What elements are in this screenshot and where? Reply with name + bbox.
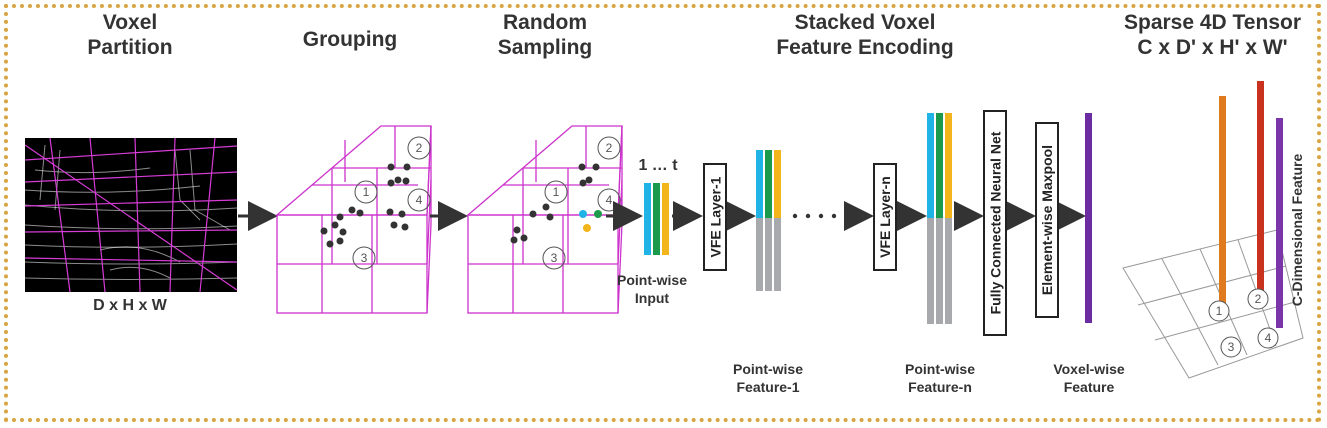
tensor-num-4: 4 [1265, 331, 1272, 345]
tensor-num-1: 1 [1216, 304, 1223, 318]
vfe-layer-n-box: VFE Layer-n [873, 163, 897, 271]
sampling-num-2: 2 [606, 141, 613, 155]
fully-connected-neural-net-box: Fully Connected Neural Net [983, 110, 1007, 336]
dotted-frame [4, 4, 1321, 422]
grouping-circle-labels [352, 136, 431, 270]
grouping-voxel-grid [275, 125, 432, 314]
tensor-circle-labels [1208, 288, 1279, 358]
grouping-num-4: 4 [416, 193, 423, 207]
tensor-num-3: 3 [1228, 340, 1235, 354]
c-dimensional-feature-label: C-Dimensional Feature [1289, 153, 1306, 307]
sampling-voxel-grid [466, 125, 623, 314]
grouping-num-2: 2 [416, 141, 423, 155]
title-grouping: Grouping [302, 28, 398, 51]
sampling-circle-labels [542, 136, 621, 270]
tensor-num-2: 2 [1255, 292, 1262, 306]
tensor-columns [1219, 81, 1283, 328]
pointwise-feature-1-bars [756, 150, 781, 291]
ellipsis-dots [792, 213, 850, 219]
label-dxhxw: D x H x W [93, 297, 167, 314]
grouping-points [320, 163, 411, 248]
label-1-to-t: 1 … t [638, 157, 678, 174]
element-wise-maxpool-box: Element-wise Maxpool [1035, 122, 1059, 318]
sampling-num-4: 4 [606, 193, 613, 207]
vfe-layer-1-box: VFE Layer-1 [703, 163, 727, 271]
sampling-num-1: 1 [553, 185, 560, 199]
grouping-num-1: 1 [363, 185, 370, 199]
sampling-points [510, 163, 600, 244]
grouping-num-3: 3 [361, 251, 368, 265]
point-cloud-panel [24, 137, 238, 293]
pointwise-input-bars [644, 183, 669, 255]
pointwise-feature-n-bars [927, 113, 952, 324]
sampling-num-3: 3 [551, 251, 558, 265]
voxel-wise-feature-bar [1085, 113, 1092, 323]
